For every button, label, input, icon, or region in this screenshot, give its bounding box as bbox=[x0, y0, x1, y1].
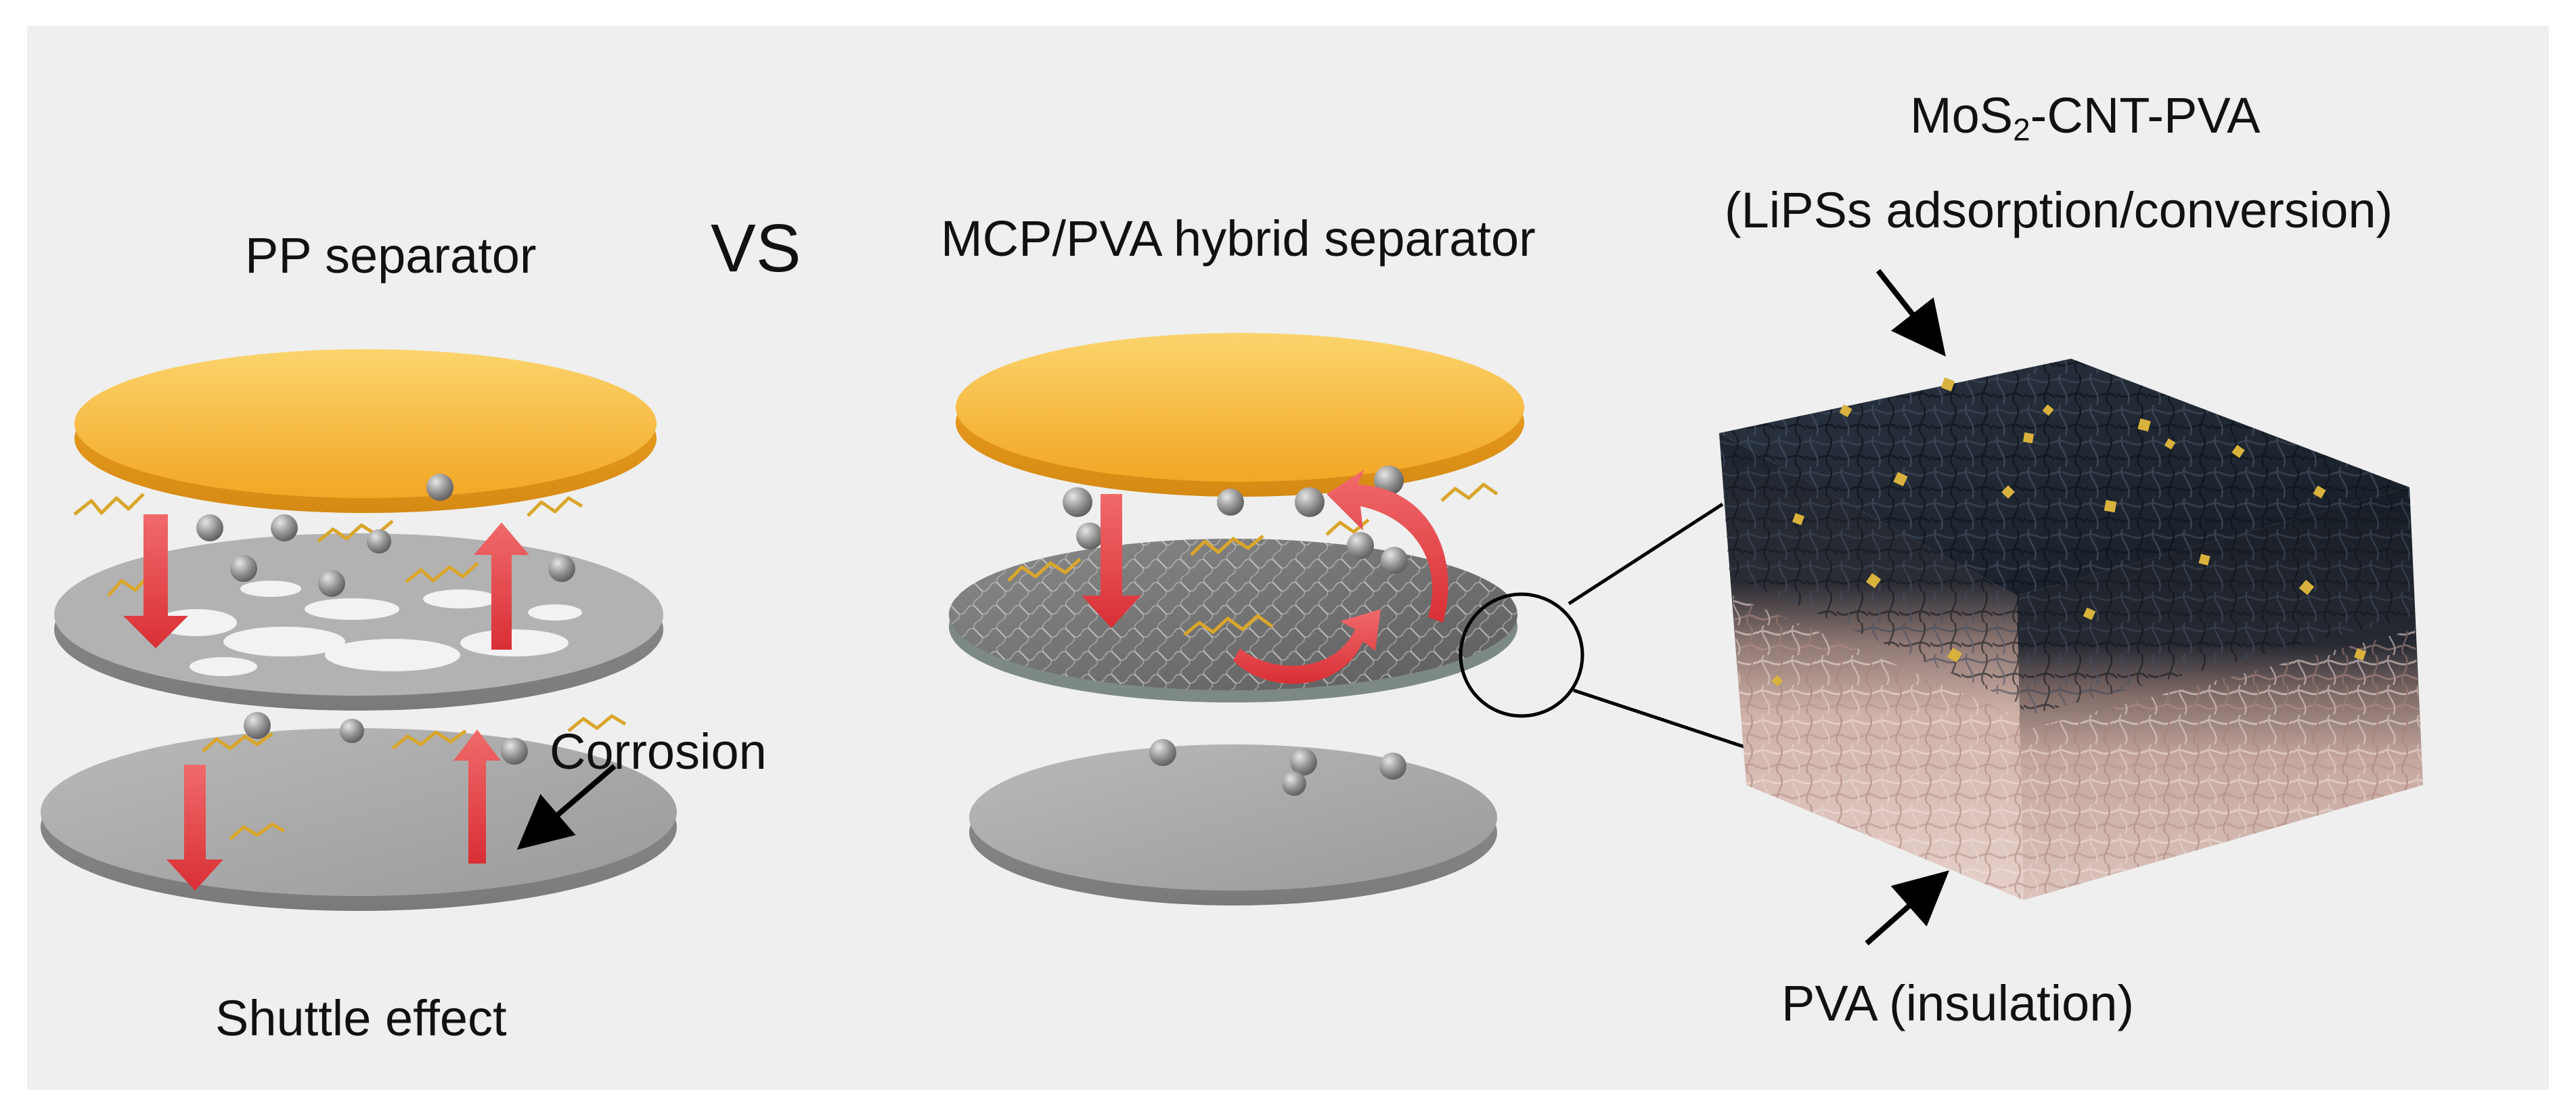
block-right-face-fibers bbox=[2017, 487, 2414, 717]
corrosion-arrow bbox=[516, 763, 617, 850]
formula-subscript: 2 bbox=[2013, 112, 2030, 148]
top-layer-formula: MoS2-CNT-PVA bbox=[1910, 87, 2261, 148]
corrosion-label: Corrosion bbox=[550, 723, 767, 780]
mcp-separator-title: MCP/PVA hybrid separator bbox=[941, 210, 1536, 267]
zoom-line-top bbox=[1568, 502, 1724, 606]
mcp-separator-mesh bbox=[949, 539, 1517, 690]
mcp-arrow-curve-bottom bbox=[1233, 609, 1381, 684]
mcp-cathode-disc bbox=[956, 333, 1524, 482]
mcp-arrows bbox=[1082, 470, 1448, 684]
formula-mos: MoS bbox=[1910, 87, 2014, 143]
pp-cathode-disc bbox=[74, 349, 657, 498]
top-layer-arrow bbox=[1875, 269, 1946, 357]
separator-block bbox=[1719, 359, 2423, 900]
mcp-particles bbox=[1063, 466, 1408, 796]
pva-insulation-label: PVA (insulation) bbox=[1781, 975, 2134, 1031]
pp-polysulfide-chains bbox=[73, 493, 627, 841]
block-left-face-fibers bbox=[1719, 433, 2020, 704]
pp-separator-title: PP separator bbox=[245, 227, 537, 284]
pva-layer-arrow bbox=[1865, 870, 1949, 945]
mos2-flakes bbox=[1771, 377, 2366, 687]
mcp-cell bbox=[949, 333, 1809, 905]
block-right-face-fibers-pink bbox=[2020, 629, 2423, 900]
mcp-anode-disc bbox=[969, 744, 1497, 891]
shuttle-effect-label: Shuttle effect bbox=[215, 990, 507, 1046]
pp-cell bbox=[41, 349, 677, 911]
pp-shuttle-arrows bbox=[123, 514, 529, 891]
pp-arrow-up-2 bbox=[453, 730, 501, 864]
pp-arrow-down-2 bbox=[166, 765, 223, 891]
block-top-face-fibers bbox=[1719, 359, 2410, 596]
mcp-arrow-curve-right bbox=[1327, 470, 1448, 623]
mcp-arrow-down bbox=[1082, 494, 1141, 628]
top-layer-role: (LiPSs adsorption/conversion) bbox=[1725, 182, 2393, 238]
formula-cnt-pva: -CNT-PVA bbox=[2030, 87, 2261, 143]
block-left-face-fibers-pink bbox=[1733, 596, 2024, 900]
pp-arrow-down-1 bbox=[123, 514, 188, 648]
zoom-circle bbox=[1459, 592, 1584, 718]
pp-arrow-up-1 bbox=[474, 522, 529, 650]
mcp-polysulfide-chains bbox=[1007, 483, 1498, 636]
vs-label: VS bbox=[711, 210, 801, 286]
pp-particles bbox=[196, 474, 575, 765]
